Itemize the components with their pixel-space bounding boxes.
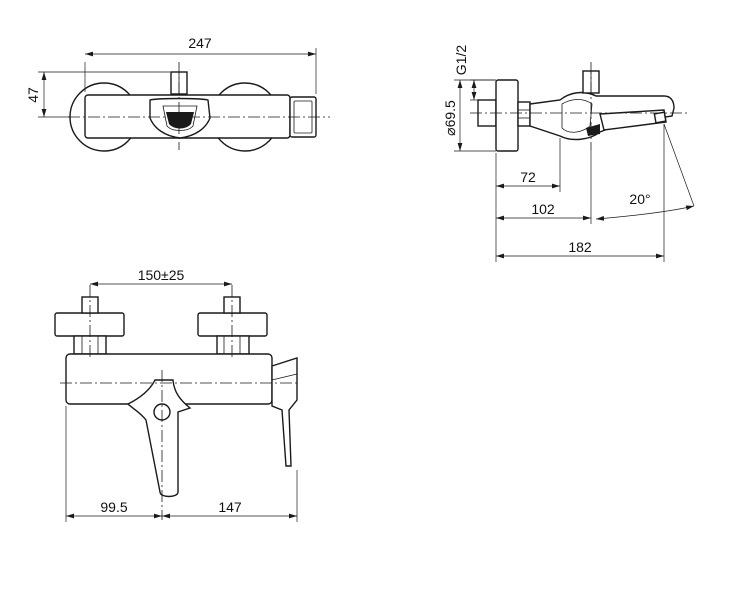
diameter-symbol: ⌀ <box>442 127 458 135</box>
side-nut <box>517 101 531 127</box>
front-lever <box>126 379 192 498</box>
dim-247: 247 <box>188 35 212 51</box>
side-view: G1/2 ⌀69.5 72 102 182 20° <box>442 45 695 262</box>
dim-72: 72 <box>520 169 536 185</box>
front-left-rosette <box>54 312 125 337</box>
diameter-value: 69.5 <box>442 100 458 127</box>
dim-diameter: ⌀69.5 <box>442 100 458 136</box>
dim-182: 182 <box>568 239 592 255</box>
dim-147: 147 <box>218 499 242 515</box>
dim-g12: G1/2 <box>453 45 469 76</box>
front-right-rosette <box>197 312 268 337</box>
dim-47: 47 <box>25 87 41 103</box>
front-view: 150±25 99.5 147 <box>54 267 300 522</box>
dim-angle: 20° <box>629 191 650 207</box>
dim-99-5: 99.5 <box>100 499 127 515</box>
dim-150: 150±25 <box>138 267 185 283</box>
side-spout <box>599 109 667 131</box>
dim-102: 102 <box>531 201 555 217</box>
side-rosette <box>495 79 519 152</box>
top-view: 247 47 <box>25 35 330 152</box>
front-spout <box>271 357 298 467</box>
